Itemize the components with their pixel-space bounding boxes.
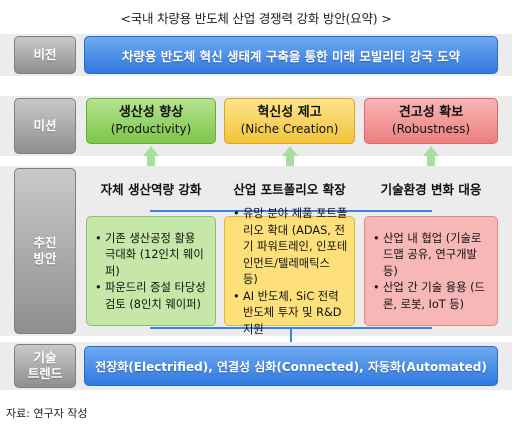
strategy-head-tech-env: 기술환경 변화 대응 bbox=[380, 181, 482, 197]
list-item: 유망 분야 제품 포트폴리오 확대 (ADAS, 전기 파워트레인, 인포테인먼… bbox=[233, 206, 348, 289]
vision-label: 비전 bbox=[14, 36, 76, 74]
trend-label-text: 기술 트렌드 bbox=[27, 350, 63, 381]
list-item: 산업 간 기술 융용 (드론, 로봇, IoT 등) bbox=[373, 280, 491, 313]
arrow-up-niche bbox=[282, 146, 298, 168]
mission-niche-title: 혁신성 제고 bbox=[257, 105, 322, 120]
strategy-label: 추진 방안 bbox=[14, 168, 76, 334]
diagram-title: <국내 차량용 반도체 산업 경쟁력 강화 방안(요약) > bbox=[120, 11, 392, 26]
strategy-detail-production: 기존 생산공정 활용 극대화 (12인치 웨이퍼) 파운드리 증설 타당성 검토… bbox=[86, 216, 216, 326]
strategy-head-portfolio: 산업 포트폴리오 확장 bbox=[233, 181, 346, 197]
strategy-head-production: 자체 생산역량 강화 bbox=[100, 181, 202, 197]
trend-label: 기술 트렌드 bbox=[14, 344, 76, 388]
mission-robustness-subtitle: (Robustness) bbox=[391, 122, 471, 136]
list-item: 기존 생산공정 활용 극대화 (12인치 웨이퍼) bbox=[95, 231, 209, 281]
arrow-up-robustness bbox=[423, 146, 439, 168]
list-item: 산업 내 협업 (기술로드맵 공유, 연구개발 등) bbox=[373, 231, 491, 281]
vision-bar: 차량용 반도체 혁신 생태계 구축을 통한 미래 모빌리티 강국 도약 bbox=[84, 36, 498, 74]
mission-label: 미션 bbox=[14, 98, 76, 154]
arrow-up-productivity bbox=[143, 146, 159, 168]
mission-productivity: 생산성 향상 (Productivity) bbox=[86, 98, 216, 144]
strategy-detail-portfolio: 유망 분야 제품 포트폴리오 확대 (ADAS, 전기 파워트레인, 인포테인먼… bbox=[224, 206, 355, 336]
mission-robustness: 견고성 확보 (Robustness) bbox=[364, 98, 498, 144]
strategy-detail-tech-env: 산업 내 협업 (기술로드맵 공유, 연구개발 등) 산업 간 기술 융용 (드… bbox=[364, 216, 498, 326]
mission-niche-creation: 혁신성 제고 (Niche Creation) bbox=[224, 98, 355, 144]
mission-productivity-subtitle: (Productivity) bbox=[110, 122, 192, 136]
trend-bar: 전장화(Electrified), 연결성 심화(Connected), 자동화… bbox=[84, 346, 498, 386]
strategy-label-text: 추진 방안 bbox=[33, 235, 57, 266]
mission-robustness-title: 견고성 확보 bbox=[398, 105, 464, 120]
source-note: 자료: 연구자 작성 bbox=[6, 407, 88, 420]
list-item: 파운드리 증설 타당성 검토 (8인치 웨이퍼) bbox=[95, 280, 209, 313]
mission-niche-subtitle: (Niche Creation) bbox=[240, 122, 339, 136]
mission-productivity-title: 생산성 향상 bbox=[118, 105, 184, 120]
list-item: AI 반도체, SiC 전력반도체 투자 및 R&D 지원 bbox=[233, 289, 348, 339]
